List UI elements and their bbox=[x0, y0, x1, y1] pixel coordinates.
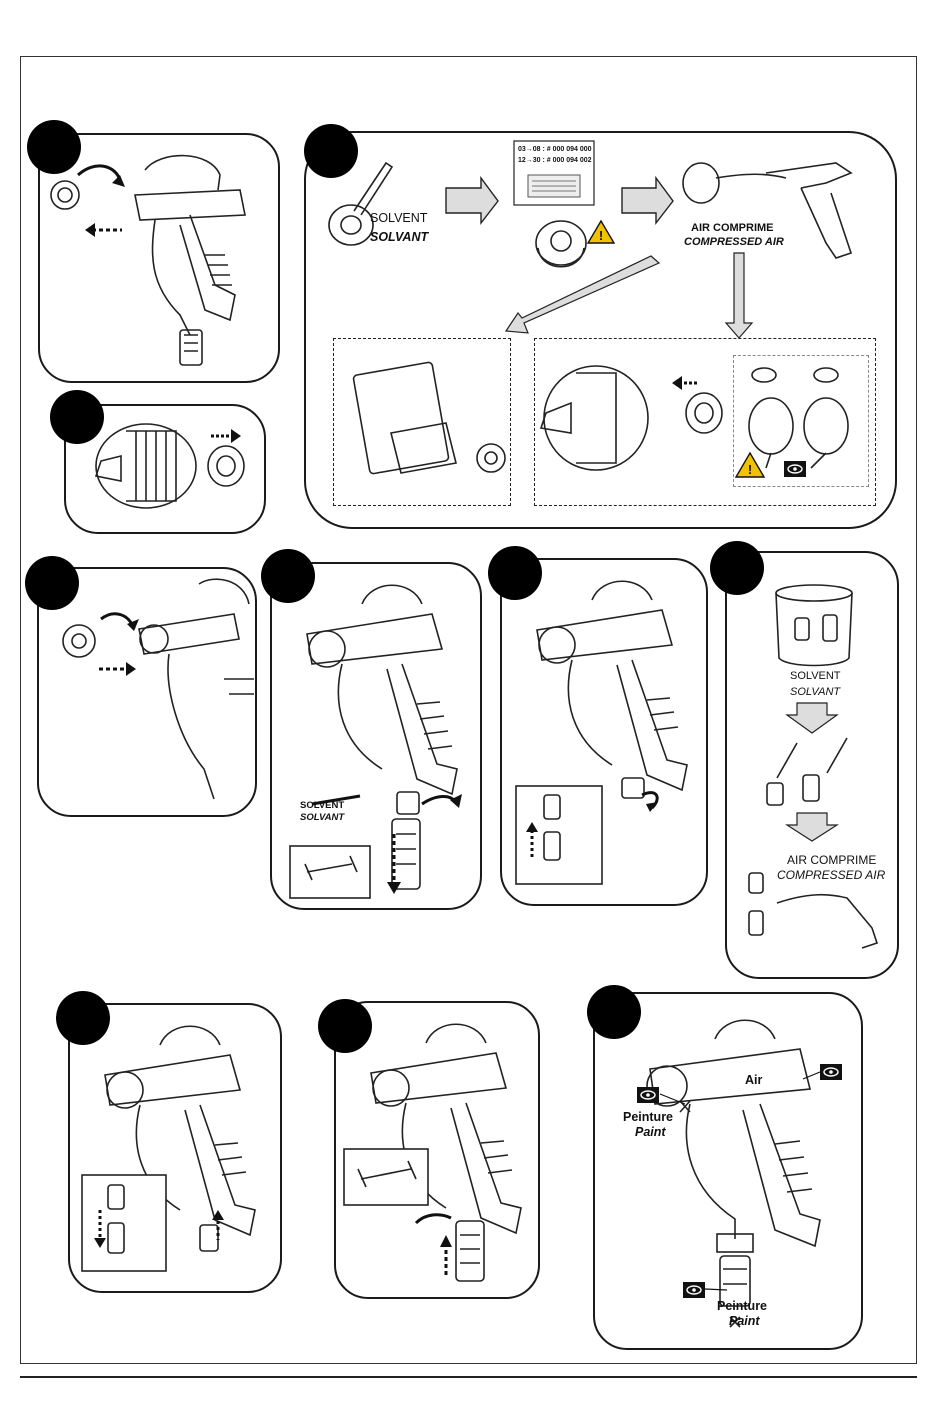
step-badge-1 bbox=[27, 120, 81, 174]
peinture-label-bottom: Peinture bbox=[717, 1299, 767, 1313]
step-panel-1 bbox=[38, 133, 280, 383]
gun-drawing bbox=[502, 560, 708, 906]
peinture-label-top: Peinture bbox=[623, 1110, 673, 1124]
gun-drawing bbox=[595, 994, 863, 1350]
paint-label-top: Paint bbox=[635, 1125, 666, 1139]
nozzle-table-row-1: 03→08 : # 000 094 000 bbox=[518, 145, 592, 155]
solvent-label: SOLVENT bbox=[370, 211, 427, 225]
inner-parts-box bbox=[733, 355, 869, 487]
gun-drawing bbox=[272, 564, 482, 910]
air-comprime-label: AIR COMPRIME bbox=[787, 853, 876, 867]
nozzle-table-row-2: 12→30 : # 000 094 002 bbox=[518, 156, 592, 166]
gun-drawing bbox=[70, 1005, 282, 1293]
step-badge-4 bbox=[25, 556, 79, 610]
solvent-label: SOLVENT bbox=[300, 800, 344, 811]
gun-drawing bbox=[39, 569, 257, 817]
solvent-label: SOLVENT bbox=[790, 670, 841, 682]
step-panel-10: Peinture Paint Air Peinture Paint bbox=[593, 992, 863, 1350]
gun-drawing bbox=[40, 135, 280, 383]
step-panel-7: SOLVENT SOLVANT AIR COMPRIME COMPRESSED … bbox=[725, 551, 899, 979]
paint-label-bottom: Paint bbox=[729, 1314, 760, 1328]
gun-drawing bbox=[336, 1003, 540, 1299]
step-badge-8 bbox=[56, 991, 110, 1045]
step-badge-5 bbox=[261, 549, 315, 603]
step-panel-9 bbox=[334, 1001, 540, 1299]
air-label: Air bbox=[745, 1073, 762, 1087]
solvant-label: SOLVANT bbox=[300, 812, 344, 823]
step-panel-5: SOLVENT SOLVANT bbox=[270, 562, 482, 910]
step-badge-2 bbox=[50, 390, 104, 444]
step-badge-6 bbox=[488, 546, 542, 600]
step-badge-9 bbox=[318, 999, 372, 1053]
compressed-air-label: COMPRESSED AIR bbox=[777, 868, 885, 882]
step-panel-3: ! ! SOLVENT SOLVANT 03→08 : # 000 094 00… bbox=[304, 131, 897, 529]
step-badge-3 bbox=[304, 124, 358, 178]
step-panel-4 bbox=[37, 567, 257, 817]
solvant-label: SOLVANT bbox=[370, 230, 428, 244]
step-panel-8 bbox=[68, 1003, 282, 1293]
air-comprime-label: AIR COMPRIME bbox=[691, 222, 774, 234]
svg-text:!: ! bbox=[599, 228, 603, 243]
step-badge-10 bbox=[587, 985, 641, 1039]
step-panel-6 bbox=[500, 558, 708, 906]
case-dash-box bbox=[333, 338, 511, 506]
solvant-label: SOLVANT bbox=[790, 686, 840, 698]
compressed-air-label: COMPRESSED AIR bbox=[684, 236, 784, 248]
step-badge-7 bbox=[710, 541, 764, 595]
footer-rule bbox=[20, 1376, 917, 1378]
filter-cleaning-diagram bbox=[727, 553, 899, 979]
